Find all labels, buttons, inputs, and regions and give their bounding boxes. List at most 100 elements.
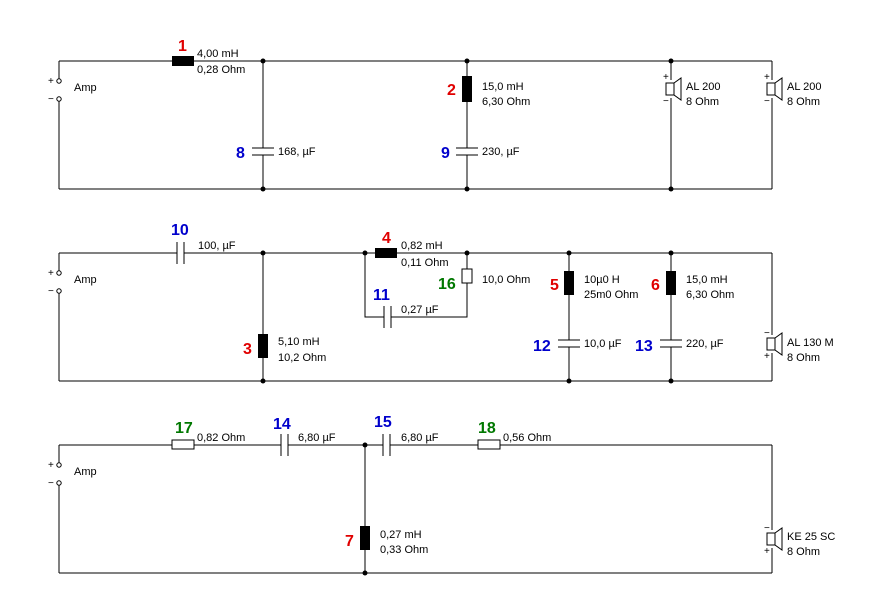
c1-amp-plus-sign: +	[48, 76, 54, 87]
component-number-9: 9	[441, 145, 450, 162]
circuit-1: + − Amp 1 4,00 mH 0,28 Ohm 8 168, µF 2 1…	[48, 38, 821, 192]
inductor-4-value: 0,82 mH	[401, 240, 443, 252]
c3-junction	[362, 570, 368, 576]
c1-junction	[464, 58, 470, 64]
c2-junction	[362, 250, 368, 256]
speaker-3-impedance: 8 Ohm	[787, 352, 820, 364]
speaker-2-model: AL 200	[787, 81, 821, 93]
speaker-2-icon	[766, 77, 783, 101]
inductor-4-resistance: 0,11 Ohm	[401, 257, 449, 269]
component-number-18: 18	[478, 420, 496, 437]
c1-junction	[464, 186, 470, 192]
component-number-14: 14	[273, 416, 291, 433]
c1-amp-label: Amp	[74, 82, 97, 94]
speaker-1-plus: +	[663, 72, 669, 83]
speaker-4-minus: −	[764, 523, 770, 534]
component-number-10: 10	[171, 222, 189, 239]
inductor-7	[360, 526, 370, 550]
speaker-1-icon	[665, 77, 682, 101]
c1-amp-minus-sign: −	[48, 94, 54, 105]
speaker-4-impedance: 8 Ohm	[787, 546, 820, 558]
inductor-3-value: 5,10 mH	[278, 336, 320, 348]
component-number-16: 16	[438, 276, 456, 293]
inductor-3-resistance: 10,2 Ohm	[278, 352, 326, 364]
capacitor-13	[660, 339, 682, 348]
c1-junction	[260, 58, 266, 64]
c2-junction	[668, 250, 674, 256]
speaker-3-icon	[766, 332, 783, 356]
inductor-5-value: 10µ0 H	[584, 274, 620, 286]
capacitor-9	[456, 147, 478, 156]
speaker-3-plus: +	[764, 351, 770, 362]
c2-junction	[668, 378, 674, 384]
inductor-7-value: 0,27 mH	[380, 529, 422, 541]
c3-junction	[362, 442, 368, 448]
c3-amp-label: Amp	[74, 466, 97, 478]
c2-junction	[566, 250, 572, 256]
c2-parallel-11	[364, 253, 468, 318]
component-number-17: 17	[175, 420, 193, 437]
capacitor-11	[383, 306, 392, 328]
capacitor-15-value: 6,80 µF	[401, 432, 439, 444]
component-number-2: 2	[447, 82, 456, 99]
c1-top-wire	[59, 60, 773, 189]
component-number-6: 6	[651, 277, 660, 294]
component-number-8: 8	[236, 145, 245, 162]
capacitor-13-value: 220, µF	[686, 338, 724, 350]
capacitor-8-value: 168, µF	[278, 146, 316, 158]
capacitor-11-value: 0,27 µF	[401, 304, 439, 316]
c3-top-wire	[59, 444, 773, 573]
resistor-17-value: 0,82 Ohm	[197, 432, 245, 444]
resistor-17	[171, 439, 195, 450]
speaker-3-model: AL 130 M	[787, 337, 834, 349]
c2-amp-plus-terminal	[56, 270, 62, 276]
capacitor-8	[252, 147, 274, 156]
capacitor-14	[280, 434, 289, 456]
c1-junction	[260, 186, 266, 192]
inductor-6-value: 15,0 mH	[686, 274, 728, 286]
c1-junction	[668, 186, 674, 192]
c1-amp-minus-terminal	[56, 96, 62, 102]
inductor-7-resistance: 0,33 Ohm	[380, 544, 428, 556]
c2-junction	[260, 378, 266, 384]
component-number-3: 3	[243, 341, 252, 358]
speaker-1-model: AL 200	[686, 81, 720, 93]
c2-amp-minus-terminal	[56, 288, 62, 294]
component-number-1: 1	[178, 38, 187, 55]
inductor-6	[666, 271, 676, 295]
speaker-4-model: KE 25 SC	[787, 531, 835, 543]
c2-junction	[566, 378, 572, 384]
c2-amp-plus-sign: +	[48, 268, 54, 279]
resistor-18-value: 0,56 Ohm	[503, 432, 551, 444]
c2-junction	[260, 250, 266, 256]
c2-top-wire	[59, 252, 773, 381]
inductor-1-resistance: 0,28 Ohm	[197, 64, 245, 76]
resistor-16-value: 10,0 Ohm	[482, 274, 530, 286]
circuit-2: + − Amp 10 100, µF 3 5,10 mH 10,2 Ohm 4 …	[48, 222, 834, 384]
capacitor-12-value: 10,0 µF	[584, 338, 622, 350]
inductor-5-resistance: 25m0 Ohm	[584, 289, 638, 301]
c3-amp-minus-terminal	[56, 480, 62, 486]
c1-junction	[668, 58, 674, 64]
c3-amp-plus-sign: +	[48, 460, 54, 471]
inductor-1-value: 4,00 mH	[197, 48, 239, 60]
c3-amp-minus-sign: −	[48, 478, 54, 489]
capacitor-9-value: 230, µF	[482, 146, 520, 158]
c2-junction	[464, 250, 470, 256]
inductor-2-resistance: 6,30 Ohm	[482, 96, 530, 108]
component-number-15: 15	[374, 414, 392, 431]
inductor-3	[258, 334, 268, 358]
speaker-2-impedance: 8 Ohm	[787, 96, 820, 108]
capacitor-14-value: 6,80 µF	[298, 432, 336, 444]
inductor-2	[462, 76, 472, 102]
component-number-13: 13	[635, 338, 653, 355]
speaker-4-plus: +	[764, 546, 770, 557]
speaker-1-minus: −	[663, 96, 669, 107]
inductor-1	[172, 56, 194, 66]
speaker-3-minus: −	[764, 328, 770, 339]
inductor-2-value: 15,0 mH	[482, 81, 524, 93]
speaker-2-plus: +	[764, 72, 770, 83]
component-number-12: 12	[533, 338, 551, 355]
capacitor-10	[176, 242, 185, 264]
